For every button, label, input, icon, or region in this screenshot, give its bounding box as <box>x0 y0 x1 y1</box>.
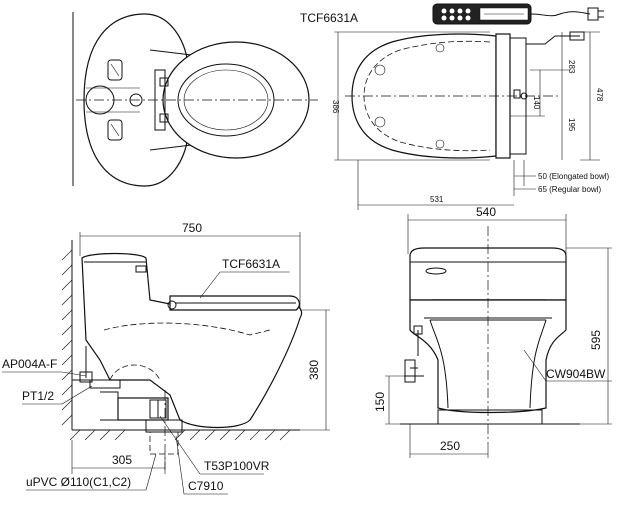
dim-595: 595 <box>589 330 603 350</box>
model-label-front: CW904BW <box>546 367 606 381</box>
dim-195: 195 <box>567 118 576 132</box>
model-label-side: TCF6631A <box>222 257 280 271</box>
dim-regular: 65 (Regular bowl) <box>538 185 601 194</box>
part-pt12: PT1/2 <box>22 389 54 403</box>
dim-380: 380 <box>307 360 321 380</box>
dim-elongated: 50 (Elongated bowl) <box>538 172 609 181</box>
part-ap004a: AP004A-F <box>2 357 57 371</box>
dim-540: 540 <box>476 205 496 219</box>
plan-view-left <box>72 12 318 187</box>
dim-150: 150 <box>373 392 387 412</box>
part-t53p100vr: T53P100VR <box>204 459 270 473</box>
dim-386: 386 <box>331 100 340 114</box>
dim-140: 140 <box>532 96 541 110</box>
dim-305: 305 <box>112 453 132 467</box>
dim-283: 283 <box>567 60 576 74</box>
part-upvc: uPVC Ø110(C1,C2) <box>26 475 131 489</box>
dim-750: 750 <box>182 221 202 235</box>
part-c7910: C7910 <box>188 479 224 493</box>
model-label-top: TCF6631A <box>300 11 358 25</box>
plan-view-seat: TCF6631A 386 <box>300 3 609 210</box>
dim-531: 531 <box>430 195 444 204</box>
side-view: 750 380 305 T <box>2 221 330 495</box>
dim-250: 250 <box>440 439 460 453</box>
dim-478: 478 <box>595 88 604 102</box>
front-view: 540 595 150 <box>373 205 612 458</box>
